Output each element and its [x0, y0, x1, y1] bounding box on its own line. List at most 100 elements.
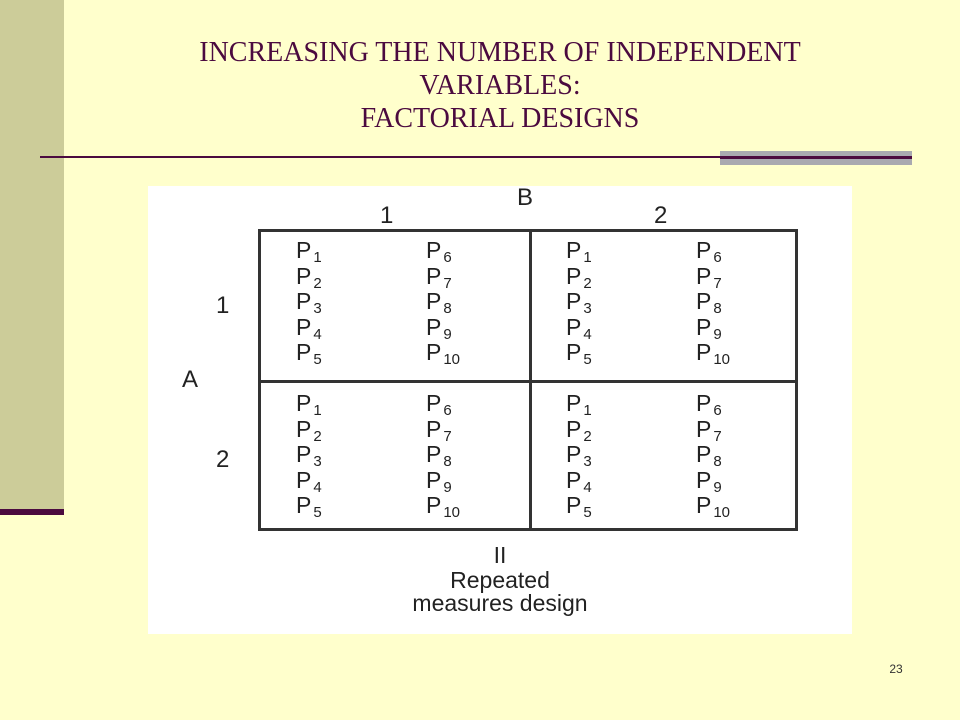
grid-horizontal-divider: [261, 380, 795, 383]
participant-subscript: 5: [313, 351, 322, 368]
participant-subscript: 6: [713, 249, 722, 266]
participant-subscript: 1: [313, 249, 322, 266]
caption-line-1: Repeated: [450, 567, 550, 593]
participant-subscript: 4: [583, 325, 592, 343]
participant-subscript: 5: [583, 504, 592, 521]
participant-letter: P: [296, 390, 312, 416]
factor-b-level-1: 1: [380, 202, 394, 229]
participant-subscript: 6: [443, 249, 452, 266]
participant-letter: P: [426, 339, 442, 365]
participant-subscript: 9: [443, 325, 452, 343]
participant-letter: P: [696, 415, 712, 442]
participant-letter: P: [566, 313, 582, 340]
participant-letter: P: [426, 441, 442, 467]
participant-subscript: 9: [713, 478, 722, 496]
factor-b-label: B: [517, 184, 534, 211]
factorial-design-figure: B 1 2 A 1 2 II Repeated measures design …: [148, 186, 852, 634]
design-grid: [258, 229, 798, 531]
participant-subscript: 4: [313, 325, 322, 343]
participant-letter: P: [426, 262, 442, 289]
participant-letter: P: [696, 262, 712, 289]
participant-letter: P: [696, 339, 712, 365]
participant-letter: P: [696, 492, 712, 518]
slide-title: INCREASING THE NUMBER OF INDEPENDENT VAR…: [80, 36, 920, 135]
participant-letter: P: [696, 313, 712, 340]
participant-subscript: 6: [713, 402, 722, 419]
participant-subscript: 9: [713, 325, 722, 343]
factor-b-level-2: 2: [654, 202, 668, 229]
title-divider: [40, 156, 912, 158]
participant-letter: P: [566, 262, 582, 289]
left-sidebar-accent: [0, 509, 64, 515]
left-sidebar-bar: [0, 0, 64, 510]
factor-a-label: A: [182, 366, 199, 393]
factor-a-level-2: 2: [216, 446, 230, 473]
participant-letter: P: [296, 262, 312, 289]
participant-subscript: 2: [313, 427, 322, 445]
participant-subscript: 8: [443, 453, 452, 470]
participant-letter: P: [426, 288, 442, 314]
participant-letter: P: [296, 313, 312, 340]
participant-subscript: 5: [583, 351, 592, 368]
participant-letter: P: [296, 288, 312, 314]
participant-subscript: 3: [313, 453, 322, 470]
participant-subscript: 7: [713, 427, 722, 445]
participant-letter: P: [296, 441, 312, 467]
participant-letter: P: [566, 441, 582, 467]
participant-subscript: 7: [443, 427, 452, 445]
participant-subscript: 7: [713, 274, 722, 292]
participant-subscript: 3: [583, 300, 592, 317]
participant-subscript: 4: [583, 478, 592, 496]
participant-subscript: 1: [583, 249, 592, 266]
participant-letter: P: [296, 339, 312, 365]
numeral-marker: II: [493, 542, 507, 568]
title-line-3: FACTORIAL DESIGNS: [360, 103, 640, 134]
participant-letter: P: [296, 415, 312, 442]
participant-subscript: 10: [443, 351, 461, 368]
participant-subscript: 8: [443, 300, 452, 317]
participant-subscript: 2: [583, 274, 592, 292]
caption-line-2: measures design: [412, 590, 588, 616]
participant-subscript: 2: [583, 427, 592, 445]
participant-letter: P: [426, 466, 442, 493]
participant-letter: P: [566, 492, 582, 518]
participant-subscript: 6: [443, 402, 452, 419]
participant-subscript: 4: [313, 478, 322, 496]
title-line-1: INCREASING THE NUMBER OF INDEPENDENT: [199, 37, 801, 68]
participant-subscript: 3: [583, 453, 592, 470]
participant-letter: P: [696, 390, 712, 416]
participant-letter: P: [296, 492, 312, 518]
